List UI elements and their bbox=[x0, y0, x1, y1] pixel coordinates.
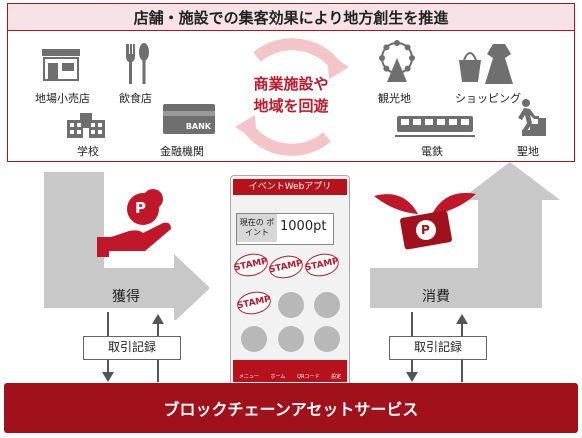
phone-mockup bbox=[230, 175, 350, 387]
tab-qr[interactable]: QRコード bbox=[297, 374, 320, 380]
tab-settings[interactable]: 設定 bbox=[331, 374, 342, 380]
train-icon bbox=[395, 116, 475, 137]
school-icon bbox=[67, 113, 105, 138]
hand-coin-icon bbox=[97, 189, 171, 257]
blockchain-service-bar: ブロックチェーンアセットサービス bbox=[4, 383, 578, 433]
store-icon bbox=[42, 49, 80, 81]
stamp-slot bbox=[314, 326, 340, 352]
bank-card-text: BANK bbox=[185, 122, 211, 131]
phone-tab-bar: メニュー ホーム QRコード 設定 bbox=[233, 360, 347, 382]
winged-money-icon bbox=[374, 192, 476, 250]
bank-card-icon: BANK bbox=[163, 104, 215, 134]
money-coin-symbol: P bbox=[421, 223, 430, 237]
pilgrim-icon bbox=[514, 99, 546, 136]
shopping-icon bbox=[459, 44, 513, 84]
place-label-school: 学校 bbox=[77, 145, 99, 158]
stamp-slot bbox=[241, 326, 267, 352]
place-label-bank: 金融機関 bbox=[160, 145, 204, 158]
blockchain-service-title: ブロックチェーンアセットサービス bbox=[163, 400, 419, 419]
coin-symbol: P bbox=[135, 199, 146, 217]
tab-menu[interactable]: メニュー bbox=[238, 374, 259, 380]
top-banner-title: 店舗・施設での集客効果により地方創生を推進 bbox=[133, 8, 449, 27]
phone-app-title: イベントWebアプリ bbox=[233, 179, 347, 195]
place-label-store: 地場小売店 bbox=[35, 92, 90, 105]
place-label-tourism: 観光地 bbox=[378, 92, 411, 105]
points-value: 1000pt bbox=[280, 219, 327, 234]
spend-label: 消費 bbox=[422, 289, 450, 305]
center-caption: 商業施設や 地域を回遊 bbox=[237, 73, 345, 117]
place-label-shopping: ショッピング bbox=[455, 92, 521, 105]
stamp-slot bbox=[278, 326, 304, 352]
stamp-slot bbox=[278, 292, 304, 318]
spend-arrow bbox=[370, 162, 560, 308]
place-label-holy-site: 聖地 bbox=[517, 145, 539, 158]
fork-spoon-icon bbox=[126, 43, 149, 84]
ferris-wheel-icon bbox=[379, 40, 415, 82]
flow-arrows bbox=[44, 162, 560, 320]
center-line-2: 地域を回遊 bbox=[253, 97, 329, 115]
place-label-railway: 電鉄 bbox=[421, 145, 443, 158]
record-box-right: 取引記録 bbox=[389, 336, 487, 360]
stamp-slot bbox=[314, 292, 340, 318]
points-label: 現在の ポイント bbox=[237, 214, 277, 242]
top-banner: 店舗・施設での集客効果により地方創生を推進 bbox=[7, 3, 575, 30]
top-panel bbox=[7, 30, 575, 162]
cycle-arrows-icon bbox=[235, 38, 349, 156]
earn-label: 獲得 bbox=[112, 289, 140, 305]
tab-home[interactable]: ホーム bbox=[270, 374, 286, 380]
earn-arrow bbox=[44, 172, 210, 320]
center-line-1: 商業施設や bbox=[253, 75, 329, 93]
record-box-left: 取引記録 bbox=[83, 336, 181, 360]
place-label-restaurant: 飲食店 bbox=[119, 92, 152, 105]
